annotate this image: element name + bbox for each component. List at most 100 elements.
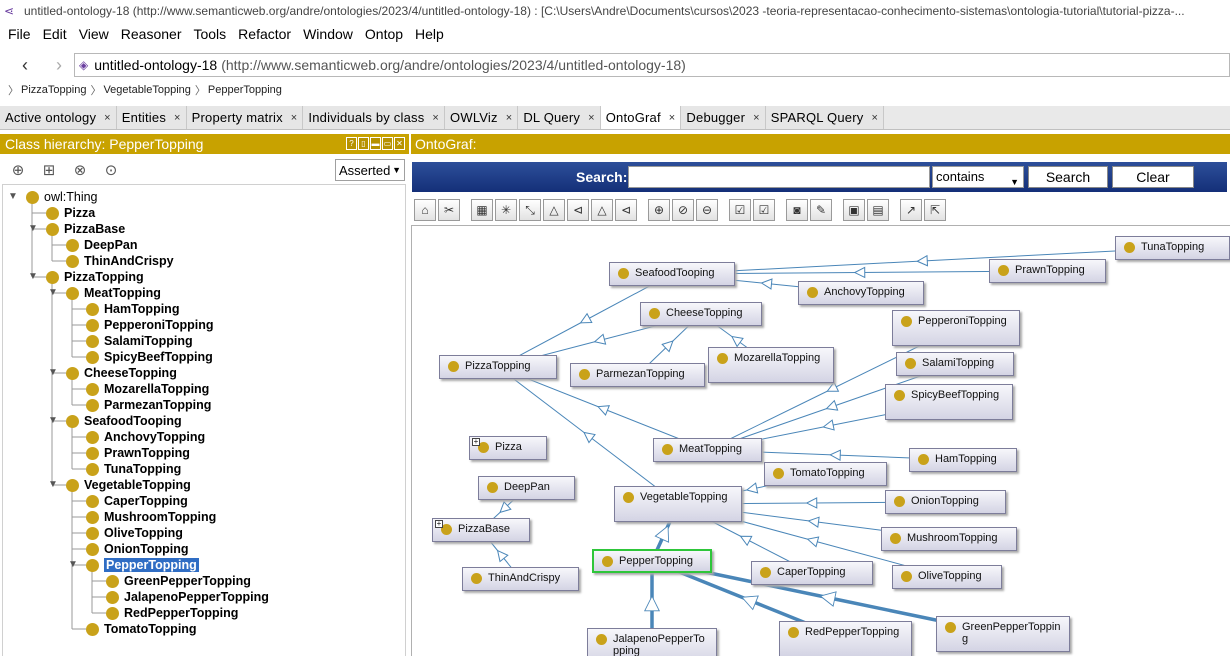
tab-active-ontology[interactable]: Active ontology× <box>0 106 117 129</box>
breadcrumb-item[interactable]: VegetableTopping <box>103 84 191 96</box>
graph-node-seafood[interactable]: SeafoodTooping <box>609 262 735 286</box>
filter-arcs-icon[interactable]: ☑ <box>753 199 775 221</box>
tab-close-icon[interactable]: × <box>588 111 595 124</box>
expand-node-icon[interactable]: + <box>435 519 443 528</box>
graph-node-jalapeno[interactable]: JalapenoPepperTopping <box>587 628 717 656</box>
tree-item[interactable]: CheeseTopping <box>66 365 177 381</box>
menu-ontop[interactable]: Ontop <box>364 26 404 42</box>
graph-node-cheese[interactable]: CheeseTopping <box>640 302 762 326</box>
graph-node-pizzabase[interactable]: +PizzaBase <box>432 518 530 542</box>
tree-item[interactable]: TunaTopping <box>86 461 181 477</box>
tab-sparql-query[interactable]: SPARQL Query× <box>765 106 885 129</box>
menu-refactor[interactable]: Refactor <box>238 26 292 42</box>
graph-node-mushroom[interactable]: MushroomTopping <box>881 527 1017 551</box>
graph-node-onion[interactable]: OnionTopping <box>885 490 1006 514</box>
expand-toggle-icon[interactable]: ▼ <box>48 287 58 298</box>
tree-layout-down-icon[interactable]: △ <box>543 199 565 221</box>
breadcrumb-item[interactable]: PepperTopping <box>207 84 282 96</box>
vertical-tree-icon[interactable]: △ <box>591 199 613 221</box>
snapshot-icon[interactable]: ◙ <box>786 199 808 221</box>
tab-close-icon[interactable]: × <box>871 111 879 124</box>
close-icon[interactable]: ✕ <box>394 137 405 150</box>
tree-item[interactable]: OliveTopping <box>86 525 183 541</box>
graph-node-pepperoni[interactable]: PepperoniTopping <box>892 310 1020 346</box>
split-icon[interactable]: ▯ <box>358 137 369 150</box>
save-icon[interactable]: ▣ <box>843 199 865 221</box>
tree-item[interactable]: SpicyBeefTopping <box>86 349 213 365</box>
hierarchy-mode-select[interactable]: Asserted ▼ <box>335 159 405 181</box>
graph-node-anchovy[interactable]: AnchovyTopping <box>798 281 924 305</box>
tree-item[interactable]: MeatTopping <box>66 285 161 301</box>
graph-node-redpepper[interactable]: RedPepperTopping <box>779 621 912 656</box>
tree-item[interactable]: TomatoTopping <box>86 621 197 637</box>
graph-node-olive[interactable]: OliveTopping <box>892 565 1002 589</box>
tree-item[interactable]: PizzaBase <box>46 221 125 237</box>
graph-node-greenpepper[interactable]: GreenPepperTopping <box>936 616 1070 652</box>
horizontal-tree-icon[interactable]: ⊲ <box>615 199 637 221</box>
add-sibling-icon[interactable]: ⊞ <box>42 162 56 179</box>
tree-item[interactable]: ParmezanTopping <box>86 397 211 413</box>
tree-layout-left-icon[interactable]: ⊲ <box>567 199 589 221</box>
tab-ontograf[interactable]: OntoGraf× <box>600 106 682 129</box>
tree-item[interactable]: JalapenoPepperTopping <box>106 589 269 605</box>
graph-node-tomato[interactable]: TomatoTopping <box>764 462 887 486</box>
export-icon[interactable]: ↗ <box>900 199 922 221</box>
graph-node-deeppan[interactable]: DeepPan <box>478 476 575 500</box>
tree-item[interactable]: MozarellaTopping <box>86 381 209 397</box>
search-input[interactable] <box>628 166 930 188</box>
radial-layout-icon[interactable]: ✳ <box>495 199 517 221</box>
menu-help[interactable]: Help <box>415 26 444 42</box>
tree-item[interactable]: RedPepperTopping <box>106 605 238 621</box>
expand-toggle-icon[interactable]: ▼ <box>48 415 58 426</box>
menu-tools[interactable]: Tools <box>193 26 227 42</box>
graph-node-mozarella[interactable]: MozarellaTopping <box>708 347 834 383</box>
target-icon[interactable]: ⊙ <box>104 162 118 179</box>
tab-close-icon[interactable]: × <box>753 111 760 124</box>
tree-item[interactable]: CaperTopping <box>86 493 188 509</box>
tree-item[interactable]: PizzaTopping <box>46 269 144 285</box>
tree-item[interactable]: GreenPepperTopping <box>106 573 251 589</box>
tab-entities[interactable]: Entities× <box>116 106 187 129</box>
graph-node-spicybeef[interactable]: SpicyBeefTopping <box>885 384 1013 420</box>
expand-toggle-icon[interactable]: ▼ <box>48 479 58 490</box>
graph-node-ham[interactable]: HamTopping <box>909 448 1017 472</box>
tree-item[interactable]: PrawnTopping <box>86 445 190 461</box>
expand-node-icon[interactable]: + <box>472 437 480 446</box>
graph-node-pizza[interactable]: +Pizza <box>469 436 547 460</box>
edge-vegetable-to-pizzatopping[interactable] <box>497 366 679 505</box>
tree-item[interactable]: PepperTopping <box>86 557 199 573</box>
menu-file[interactable]: File <box>8 26 31 42</box>
tab-individuals-by-class[interactable]: Individuals by class× <box>303 106 446 129</box>
zoom-in-icon[interactable]: ⊕ <box>648 199 670 221</box>
clear-button[interactable]: Clear <box>1112 166 1194 188</box>
edge-seafood-to-pizzatopping[interactable] <box>497 273 673 368</box>
tree-item[interactable]: HamTopping <box>86 301 179 317</box>
tree-item[interactable]: PepperoniTopping <box>86 317 213 333</box>
expand-toggle-icon[interactable]: ▼ <box>68 559 78 570</box>
delete-class-icon[interactable]: ⊗ <box>73 162 87 179</box>
maximize-icon[interactable]: ▭ <box>382 137 393 150</box>
tab-close-icon[interactable]: × <box>505 111 513 124</box>
graph-node-tuna[interactable]: TunaTopping <box>1115 236 1230 260</box>
graph-node-parmezan[interactable]: ParmezanTopping <box>570 363 705 387</box>
expand-toggle-icon[interactable]: ▼ <box>8 191 18 202</box>
tab-close-icon[interactable]: × <box>432 111 440 124</box>
search-button[interactable]: Search <box>1028 166 1108 188</box>
edge-tuna-to-seafood[interactable] <box>671 247 1173 275</box>
expand-toggle-icon[interactable]: ▼ <box>28 271 38 282</box>
tree-item[interactable]: DeepPan <box>66 237 138 253</box>
graph-node-caper[interactable]: CaperTopping <box>751 561 873 585</box>
tab-close-icon[interactable]: × <box>668 111 676 124</box>
graph-node-thinandcrispy[interactable]: ThinAndCrispy <box>462 567 579 591</box>
edge-salami-to-meat[interactable] <box>707 363 956 451</box>
ontology-uri-box[interactable]: ◈ untitled-ontology-18 (http://www.seman… <box>74 53 1230 77</box>
tree-item[interactable]: SeafoodTooping <box>66 413 182 429</box>
graph-node-salami[interactable]: SalamiTopping <box>896 352 1014 376</box>
menu-window[interactable]: Window <box>303 26 353 42</box>
minimize-icon[interactable]: ▬ <box>370 137 381 150</box>
graph-node-pepper[interactable]: PepperTopping <box>592 549 712 573</box>
graph-node-meat[interactable]: MeatTopping <box>653 438 762 462</box>
home-icon[interactable]: ⌂ <box>414 199 436 221</box>
tab-close-icon[interactable]: × <box>290 111 298 124</box>
back-button[interactable]: ‹ <box>10 53 40 77</box>
